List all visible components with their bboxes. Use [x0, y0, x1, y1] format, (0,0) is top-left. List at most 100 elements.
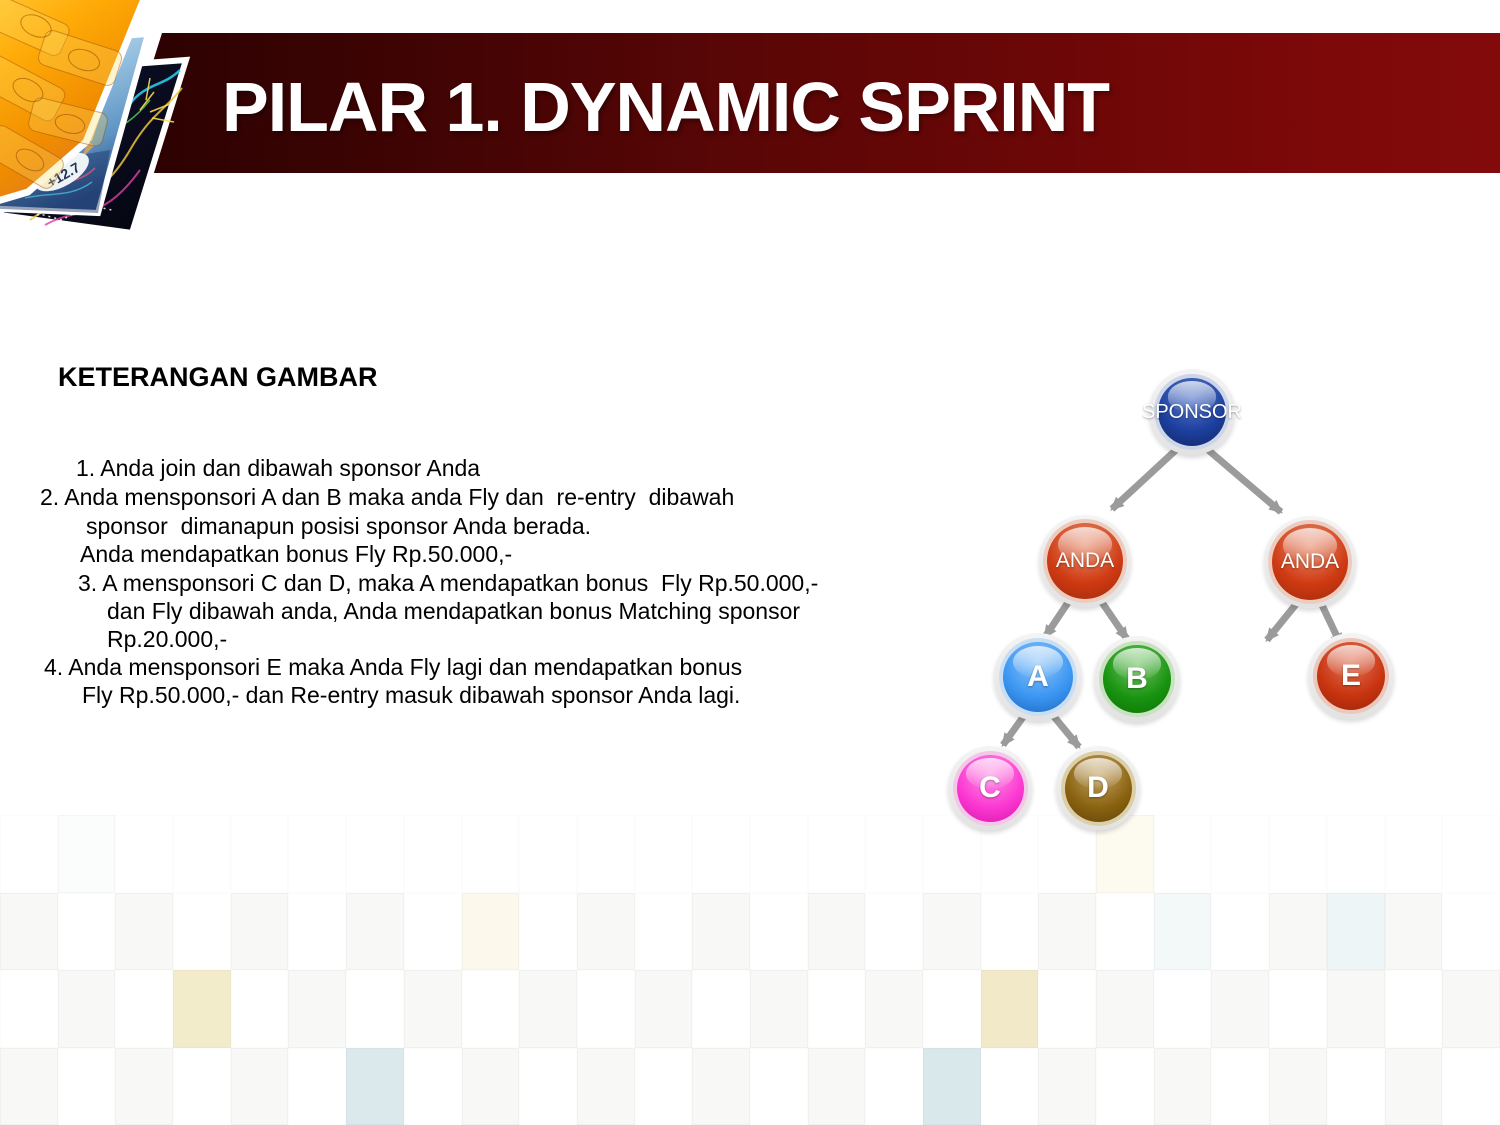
grid-cell [1211, 970, 1270, 1048]
node-b: B [1094, 636, 1180, 722]
grid-cell [807, 1047, 866, 1125]
grid-cell [115, 970, 174, 1048]
node-label: B [1126, 662, 1148, 695]
node-label: ANDA [1280, 550, 1340, 573]
tree-edge-arrow [1098, 599, 1130, 642]
grid-cell [1096, 970, 1154, 1048]
node-sphere: E [1317, 642, 1385, 710]
node-label: E [1340, 659, 1361, 692]
section-heading: KETERANGAN GAMBAR [58, 362, 378, 392]
body-line-6: dan Fly dibawah anda, Anda mendapatkan b… [107, 598, 801, 624]
node-sphere: D [1064, 754, 1132, 822]
grid-cell [923, 1047, 981, 1125]
grid-cell [403, 892, 462, 970]
grid-cell [1384, 892, 1443, 970]
node-sponsor: SPONSOR [1142, 369, 1242, 455]
body-line-7: Rp.20.000,- [107, 626, 228, 652]
grid-cell [807, 892, 866, 970]
grid-cell [57, 970, 116, 1048]
grid-cell [923, 815, 981, 893]
grid-cell [692, 970, 750, 1048]
grid-cell [288, 815, 347, 893]
grid-cell [749, 1047, 808, 1125]
background-grid [0, 815, 1500, 1125]
body-line-1: 1. Anda join dan dibawah sponsor Anda [76, 455, 481, 481]
grid-cell [1442, 1047, 1500, 1125]
grid-cell [1326, 815, 1385, 893]
grid-cell [1384, 1047, 1443, 1125]
node-label: C [979, 771, 1001, 804]
grid-cell [461, 815, 520, 893]
grid-cell [230, 815, 289, 893]
photo-collage: +12.7 [0, 0, 191, 237]
grid-cell [1442, 970, 1500, 1048]
grid-cell [173, 815, 231, 893]
grid-cell [0, 815, 58, 893]
node-e: E [1308, 633, 1394, 719]
grid-cell [923, 970, 981, 1048]
grid-cell [346, 970, 404, 1048]
grid-cell [980, 1047, 1039, 1125]
grid-cell [461, 970, 520, 1048]
grid-cell [1096, 892, 1154, 970]
grid-cell [403, 815, 462, 893]
grid-cell [634, 892, 693, 970]
grid-cell [1038, 1047, 1097, 1125]
grid-cell [115, 1047, 174, 1125]
grid-cell [346, 1047, 404, 1125]
grid-cell [634, 970, 693, 1048]
grid-cell [749, 970, 808, 1048]
grid-cell [1269, 892, 1327, 970]
grid-cell [0, 1047, 58, 1125]
grid-cell [1269, 970, 1327, 1048]
grid-cell [461, 892, 520, 970]
grid-cell [173, 892, 231, 970]
tree-edge-arrow [1048, 710, 1082, 750]
body-line-9: Fly Rp.50.000,- dan Re-entry masuk dibaw… [82, 682, 741, 708]
title-banner: PILAR 1. DYNAMIC SPRINT [118, 33, 1500, 173]
grid-cell [1211, 1047, 1270, 1125]
grid-cell [980, 970, 1039, 1048]
grid-cell [403, 970, 462, 1048]
grid-cell [807, 970, 866, 1048]
grid-cell [749, 892, 808, 970]
grid-cell [1153, 892, 1212, 970]
grid-cell [865, 1047, 924, 1125]
grid-cell [403, 1047, 462, 1125]
node-c: C [948, 746, 1032, 830]
node-label: ANDA [1055, 549, 1115, 572]
node-sphere: SPONSOR [1142, 378, 1242, 446]
grid-cell [1326, 970, 1385, 1048]
grid-cell [807, 815, 866, 893]
grid-cell [230, 970, 289, 1048]
grid-cell [288, 1047, 347, 1125]
grid-cell [634, 1047, 693, 1125]
node-sphere: A [1003, 642, 1073, 712]
grid-cell [346, 815, 404, 893]
sponsor-tree-diagram: SPONSOR ANDA ANDA A B E C D [930, 350, 1400, 840]
grid-cell [1442, 892, 1500, 970]
grid-cell [173, 970, 231, 1048]
grid-cell [576, 1047, 635, 1125]
grid-cell [634, 815, 693, 893]
grid-cell [519, 815, 577, 893]
grid-cell [1096, 1047, 1154, 1125]
grid-cell [865, 815, 924, 893]
grid-cell [749, 815, 808, 893]
grid-cell [57, 1047, 116, 1125]
grid-cell [346, 892, 404, 970]
node-sphere: B [1103, 645, 1171, 713]
node-d: D [1056, 746, 1140, 830]
grid-cell [923, 892, 981, 970]
grid-cell [519, 970, 577, 1048]
grid-cell [288, 892, 347, 970]
grid-cell [1442, 815, 1500, 893]
tree-edge-arrow [1109, 446, 1180, 512]
grid-cell [1153, 1047, 1212, 1125]
node-anda-right: ANDA [1264, 516, 1356, 608]
grid-cell [230, 1047, 289, 1125]
gold-bars-photo [0, 0, 148, 204]
grid-cell [288, 970, 347, 1048]
grid-cell [1211, 892, 1270, 970]
grid-cell [1326, 892, 1385, 970]
